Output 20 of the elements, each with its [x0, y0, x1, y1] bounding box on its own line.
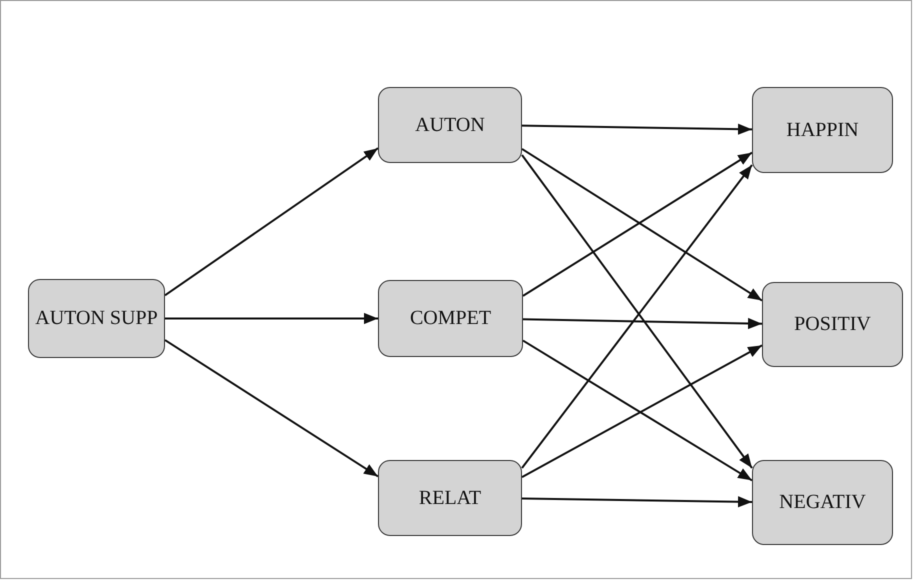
arrow: [164, 147, 379, 296]
variable-box: [752, 460, 893, 545]
arrow: [522, 496, 752, 508]
node-label: NEGATIV: [779, 490, 866, 515]
variable-box: [752, 87, 893, 173]
node-label: COMPET: [410, 306, 492, 331]
variable-box: [378, 87, 522, 163]
node-label: AUTON: [415, 112, 485, 138]
arrow: [165, 312, 378, 324]
arrow: [522, 124, 752, 135]
variable-box: [762, 282, 903, 367]
arrow: [164, 339, 379, 478]
variable-box: [378, 280, 523, 357]
variable-box: [28, 279, 165, 358]
node-label: HAPPIN: [786, 118, 859, 142]
node-label: RELAT: [418, 486, 482, 510]
node-label: AUTON SUPP: [35, 306, 158, 331]
arrow: [522, 318, 762, 330]
variable-box: [378, 460, 522, 536]
node-label: POSITIV: [794, 312, 871, 337]
